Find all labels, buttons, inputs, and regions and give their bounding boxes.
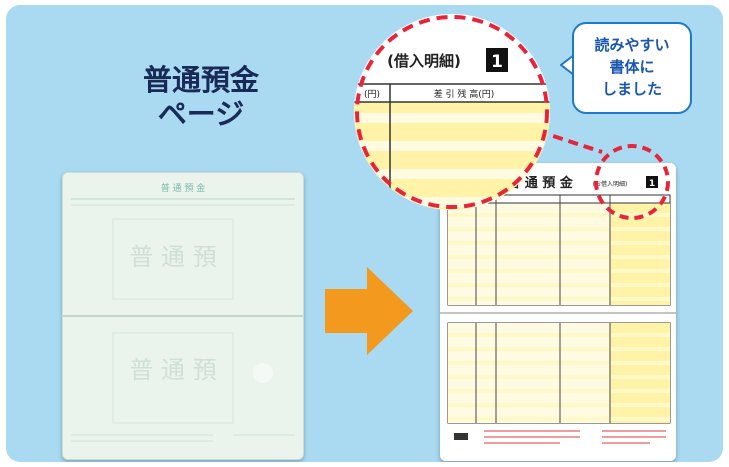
- page-title-line1: 普通預金: [142, 63, 259, 97]
- bubble-line3: しました: [601, 80, 662, 98]
- new-passbook-page-number: 1: [649, 179, 655, 189]
- speech-bubble: 読みやすい 書体に しました: [572, 22, 692, 114]
- new-passbook-title: 普 通 預 金: [507, 175, 574, 191]
- focus-ring-large: [355, 15, 549, 209]
- new-passbook-illustration: 普 通 預 金 (お借入明細) 1: [440, 163, 676, 461]
- background-panel: 普通預金 ページ 普 通 預 金 普 通 預 普 通 預 普 通 預 金 (お: [6, 5, 723, 462]
- focus-ring-small: [594, 144, 670, 220]
- new-passbook-image: 普 通 預 金 (お借入明細) 1: [440, 163, 676, 461]
- magnified-header: (借入明細): [387, 52, 461, 70]
- old-passbook-title: 普 通 預 金: [161, 182, 206, 194]
- arrow-right-icon: [325, 267, 413, 355]
- bubble-line2: 書体に: [609, 58, 655, 76]
- new-passbook-subtitle: (お借入明細): [593, 180, 628, 188]
- bubble-line1: 読みやすい: [594, 36, 670, 54]
- old-passbook-watermark-bottom: 普 通 預: [129, 356, 216, 384]
- old-passbook-image: 普 通 預 金 普 通 預 普 通 預: [62, 172, 304, 460]
- page-title: 普通預金 ページ: [126, 63, 276, 131]
- old-passbook-watermark-top: 普 通 預: [129, 243, 216, 271]
- old-passbook-illustration: 普 通 預 金 普 通 預 普 通 預: [63, 173, 303, 459]
- magnified-page-number: 1: [491, 52, 503, 72]
- magnified-yen-label: (円): [364, 89, 380, 100]
- page-title-line2: ページ: [157, 97, 245, 131]
- magnified-balance-label: 差 引 残 高(円): [434, 88, 495, 100]
